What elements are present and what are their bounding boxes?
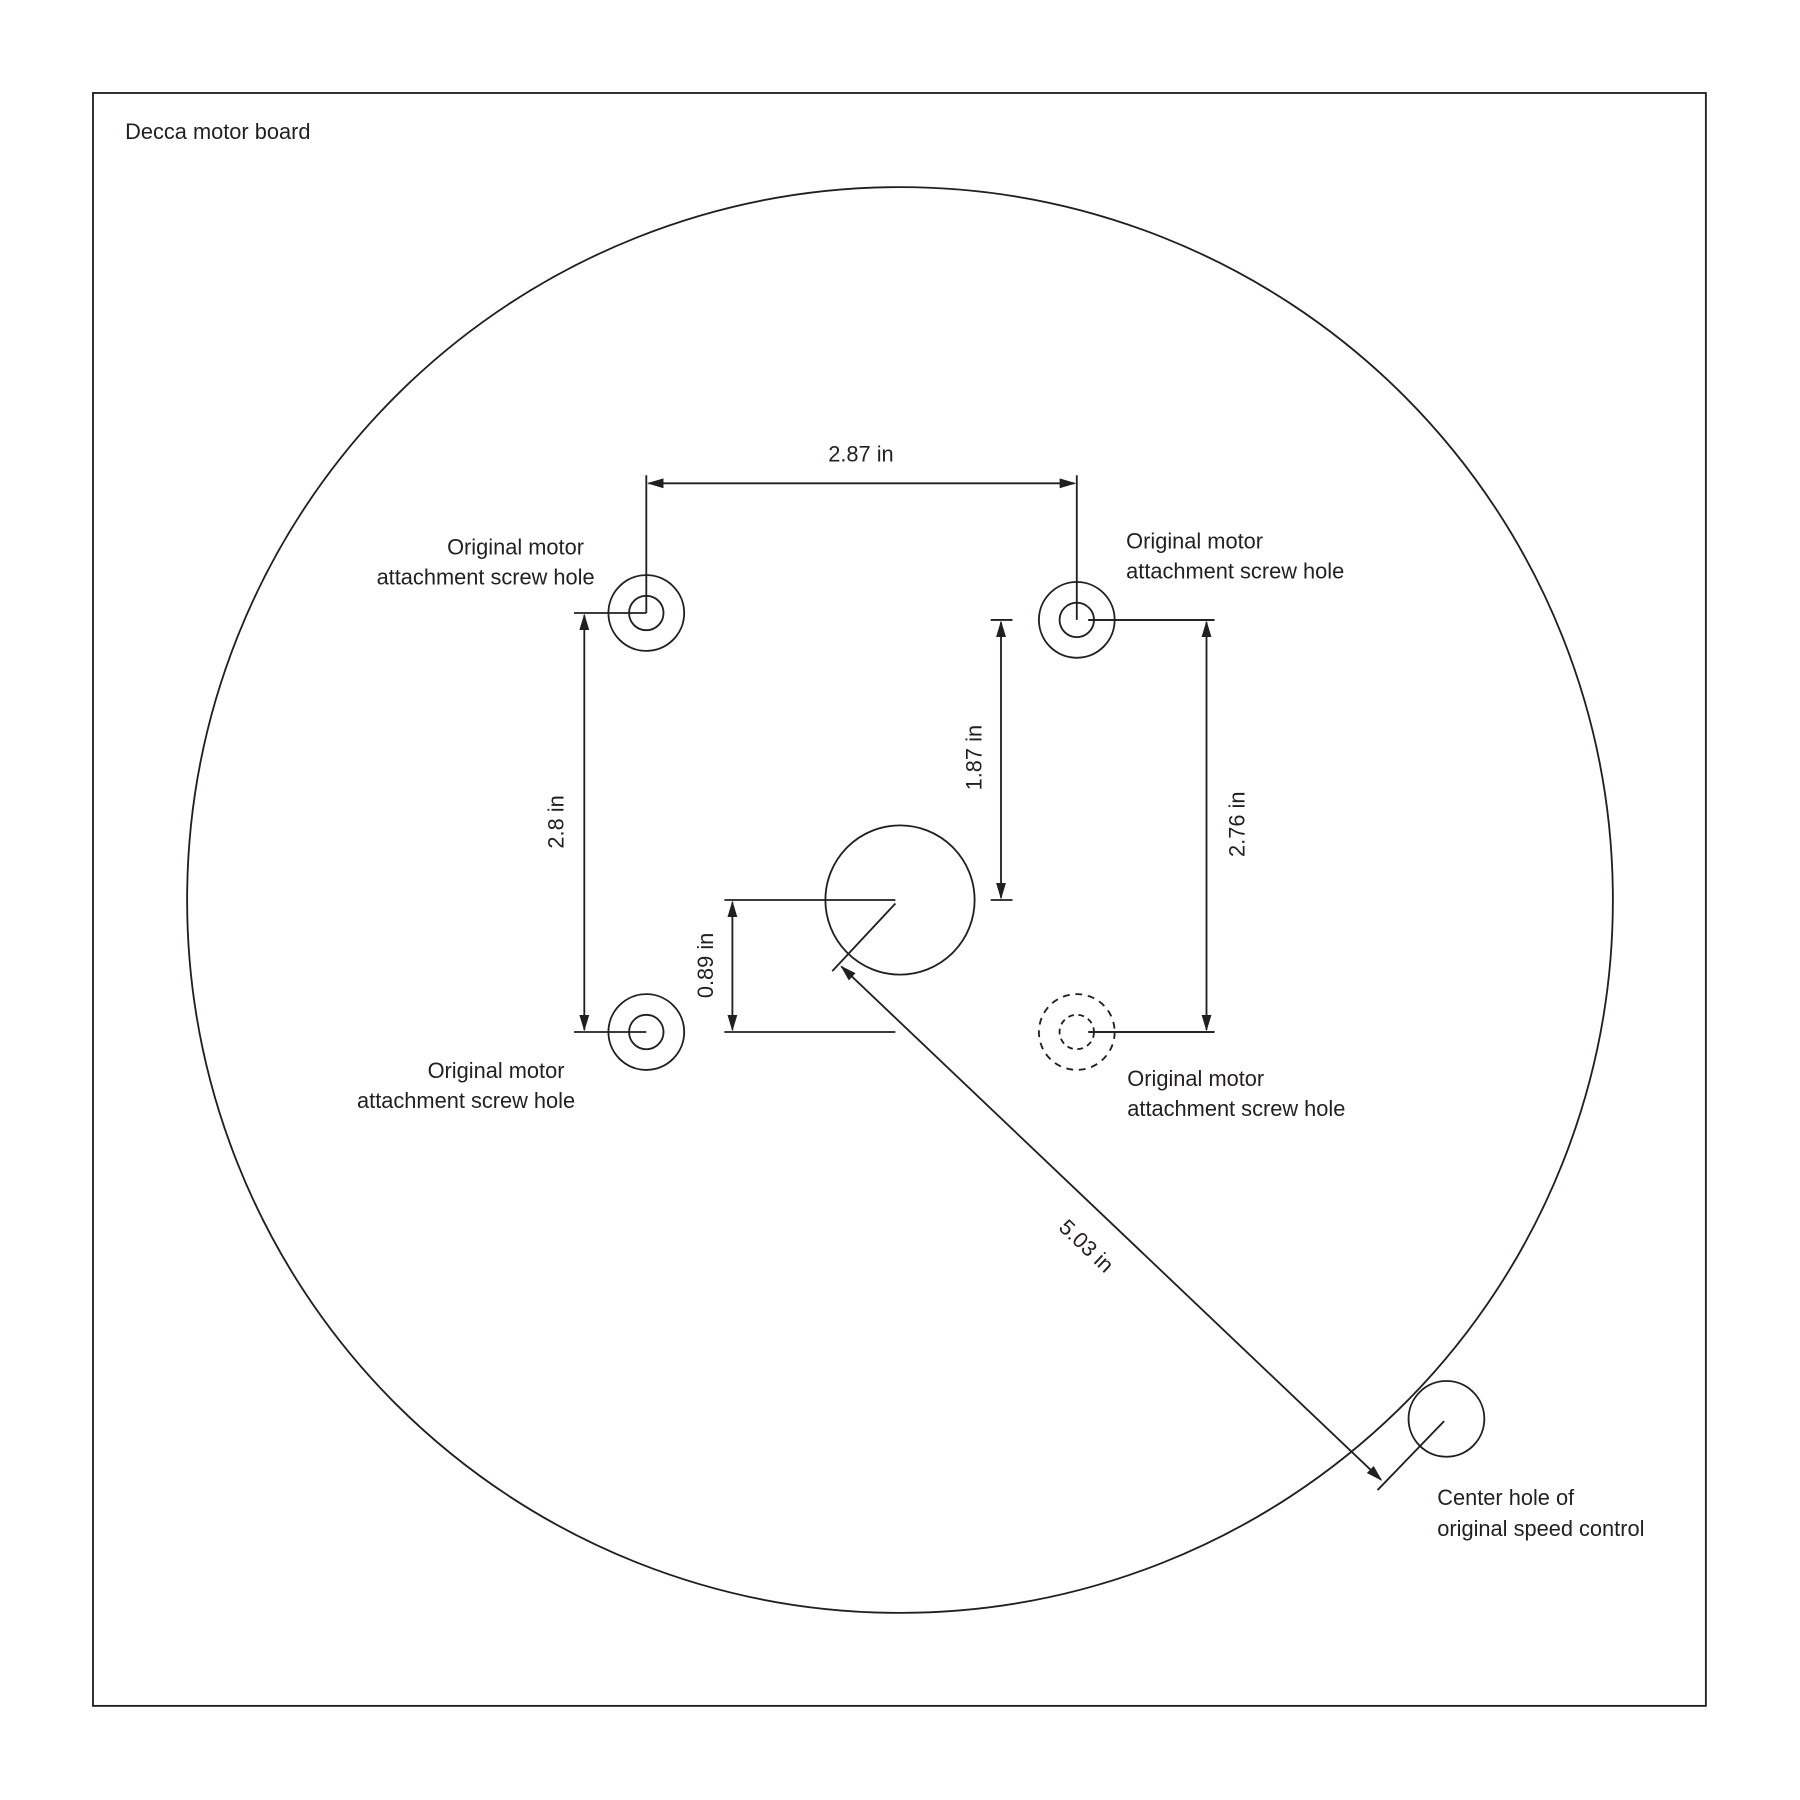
svg-text:5.03 in: 5.03 in xyxy=(1054,1214,1119,1277)
label-speed-control: Center hole of original speed control xyxy=(1437,1485,1644,1541)
svg-text:1.87 in: 1.87 in xyxy=(962,725,987,790)
speed-control-hole xyxy=(1407,1380,1486,1458)
label-hole-top-right: Original motor attachment screw hole xyxy=(1126,529,1344,584)
label-hole-bottom-left: Original motor attachment screw hole xyxy=(357,1058,575,1113)
dimension-right-height: 2.76 in xyxy=(1088,618,1249,1033)
leader-lines xyxy=(1088,618,1215,1033)
label-hole-bottom-right: Original motor attachment screw hole xyxy=(1127,1066,1345,1121)
dimension-speed-control-radius: 5.03 in xyxy=(831,902,1445,1491)
svg-text:2.87 in: 2.87 in xyxy=(828,441,893,466)
board-border xyxy=(92,92,1707,1707)
board-title: Decca motor board xyxy=(125,119,310,144)
svg-text:2.76 in: 2.76 in xyxy=(1224,792,1249,857)
svg-text:0.89 in: 0.89 in xyxy=(693,933,718,998)
svg-text:2.8 in: 2.8 in xyxy=(544,795,569,848)
dimension-top-width: 2.87 in xyxy=(645,441,1078,620)
dimension-inner-height: 1.87 in xyxy=(962,618,1013,901)
label-hole-top-left: Original motor attachment screw hole xyxy=(377,534,595,589)
dimension-left-height: 2.8 in xyxy=(544,612,647,1033)
turntable-outline xyxy=(186,186,1614,1614)
